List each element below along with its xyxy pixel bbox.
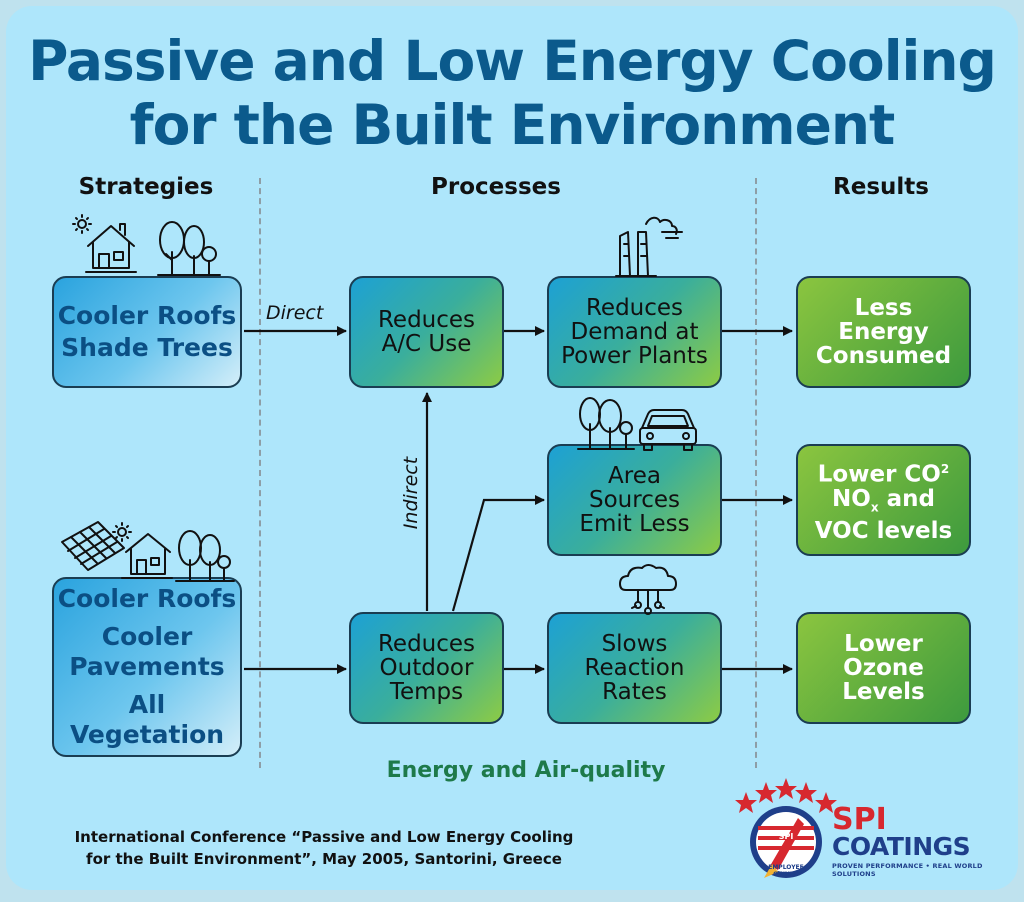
icon-layer [61, 214, 697, 615]
process-reduces-demand-line3: Power Plants [561, 343, 708, 369]
result-emissions-no-subscript: x [870, 500, 879, 515]
result-emissions-co-subscript: 2 [940, 461, 950, 476]
result-energy-line3: Consumed [815, 343, 952, 369]
process-area-sources-line2: Sources [589, 487, 680, 513]
star-icon [735, 792, 757, 813]
cloud-molecule-icon [619, 564, 677, 615]
process-reduces-outdoor-line3: Temps [389, 679, 464, 705]
trees-icon-3 [175, 530, 235, 582]
arrow-outdoor-to-area [451, 495, 545, 612]
result-ozone-line2: Ozone [843, 655, 924, 681]
process-reduces-demand-line1: Reduces [585, 295, 684, 321]
center-label: Energy and Air-quality [386, 758, 666, 783]
star-icon [775, 778, 797, 799]
process-area-sources-line3: Emit Less [579, 511, 690, 537]
column-header-processes: Processes [431, 174, 561, 200]
title-line-1: Passive and Low Energy Cooling [28, 29, 997, 93]
connector-layer [244, 326, 793, 674]
result-box-energy: Less Energy Consumed [796, 276, 971, 388]
logo-coatings: COATINGS [832, 832, 971, 861]
logo-badge-text: EMPLOYEE OWNED [768, 864, 804, 878]
strategy-bottom-line1: Cooler Roofs [57, 584, 237, 613]
star-icon [815, 792, 837, 813]
star-icon [755, 782, 777, 803]
strategy-top-line2: Shade Trees [61, 333, 233, 362]
result-ozone-line3: Levels [842, 679, 925, 705]
infographic: Passive and Low Energy Cooling for the B… [6, 6, 1018, 890]
process-reduces-ac-line2: A/C Use [381, 331, 472, 357]
result-emissions-line1: Lower CO2 [818, 457, 949, 487]
process-reduces-outdoor-line1: Reduces [377, 631, 476, 657]
column-divider-left [259, 178, 261, 768]
process-box-reduces-outdoor: Reduces Outdoor Temps [349, 612, 504, 724]
strategy-box-bottom: Cooler Roofs Cooler Pavements All Vegeta… [52, 577, 242, 757]
strategy-bottom-line3: Pavements [69, 652, 225, 681]
process-area-sources-line1: Area [608, 463, 661, 489]
car-icon [639, 409, 697, 451]
process-slows-reaction-line3: Rates [602, 679, 667, 705]
logo-tagline: PROVEN PERFORMANCE • REAL WORLD SOLUTION… [832, 862, 983, 878]
rocket-icon [770, 818, 804, 870]
process-reduces-outdoor-line2: Outdoor [379, 655, 474, 681]
spi-logo-emblem [735, 778, 837, 878]
logo-spi: SPI [832, 802, 887, 837]
result-ozone-line1: Lower [844, 631, 923, 657]
process-slows-reaction-line1: Slows [601, 631, 668, 657]
process-reduces-ac-line1: Reduces [377, 307, 476, 333]
process-box-reduces-demand: Reduces Demand at Power Plants [547, 276, 722, 388]
title-line-2: for the Built Environment [129, 93, 896, 157]
process-box-slows-reaction: Slows Reaction Rates [547, 612, 722, 724]
result-energy-line1: Less [854, 295, 913, 321]
edge-label-direct: Direct [266, 302, 324, 324]
footer-line1: International Conference “Passive and Lo… [74, 828, 574, 846]
star-icon [795, 782, 817, 803]
result-emissions-no: NO [832, 485, 871, 512]
result-emissions-co: Lower CO [817, 461, 941, 488]
result-emissions-line2: NOx and [832, 487, 935, 520]
process-box-reduces-ac: Reduces A/C Use [349, 276, 504, 388]
result-box-emissions: Lower CO2 NOx and VOC levels [796, 444, 971, 556]
strategy-box-top: Cooler Roofs Shade Trees [52, 276, 242, 388]
footer-line2: for the Built Environment”, May 2005, Sa… [86, 850, 562, 868]
result-energy-line2: Energy [838, 319, 929, 345]
column-divider-right [755, 178, 757, 768]
result-emissions-line3: VOC levels [814, 518, 953, 545]
trees-icon [157, 221, 221, 276]
house-sun-icon [72, 214, 137, 273]
solar-panel-icon [61, 521, 125, 571]
house-sun-icon-2 [112, 522, 173, 579]
factory-icon [615, 216, 683, 277]
strategy-top-line1: Cooler Roofs [57, 301, 237, 330]
result-box-ozone: Lower Ozone Levels [796, 612, 971, 724]
result-emissions-and: and [878, 485, 935, 512]
footer-citation: International Conference “Passive and Lo… [54, 826, 594, 870]
column-header-results: Results [833, 174, 929, 200]
strategy-bottom-line2: Cooler [101, 622, 193, 651]
logo-badge-spi: SPI [778, 832, 794, 841]
strategy-bottom-line4: All Vegetation [69, 690, 225, 749]
process-reduces-demand-line2: Demand at [570, 319, 699, 345]
process-slows-reaction-line2: Reaction [584, 655, 685, 681]
process-box-area-sources: Area Sources Emit Less [547, 444, 722, 556]
column-header-strategies: Strategies [78, 174, 214, 200]
trees-icon-2 [577, 397, 635, 450]
